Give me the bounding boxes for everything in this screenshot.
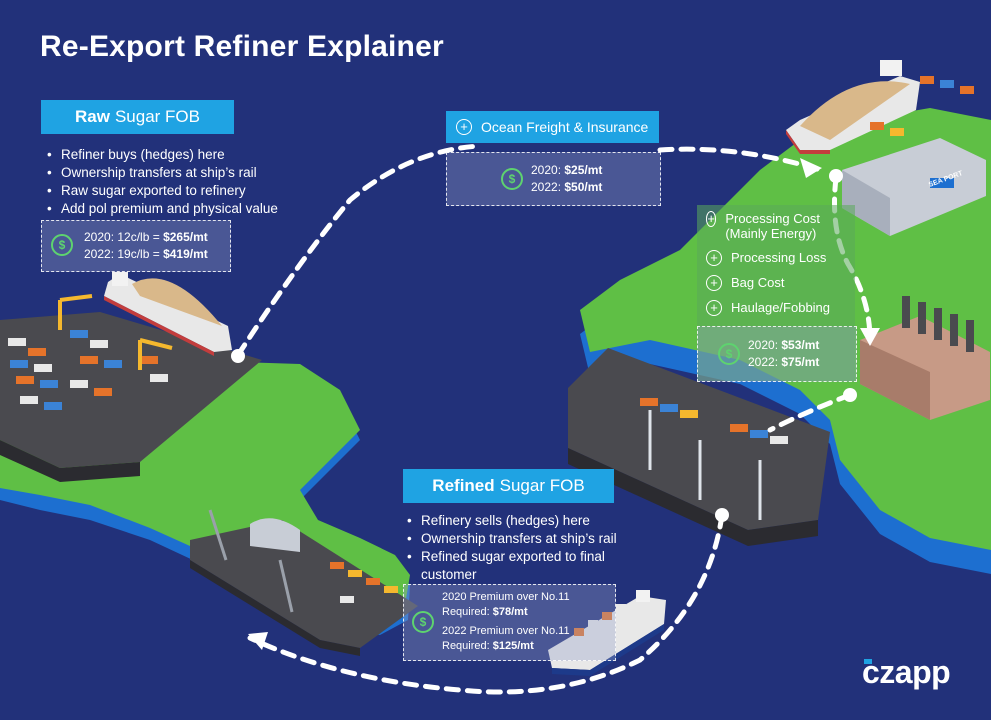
dollar-coin-icon: $ bbox=[501, 168, 523, 190]
raw-price-2022: 2022: 19c/lb = $419/mt bbox=[84, 247, 208, 261]
refined-sugar-bullets: Refinery sells (hedges) here Ownership t… bbox=[407, 512, 617, 584]
route-node bbox=[829, 169, 843, 183]
cost-item: +Processing Cost (Mainly Energy) bbox=[706, 211, 820, 241]
cost-item: +Haulage/Fobbing bbox=[706, 300, 838, 316]
logo-accent bbox=[864, 659, 872, 664]
route-arrowhead bbox=[248, 632, 268, 650]
refinery-factory bbox=[860, 296, 990, 420]
dollar-coin-icon: $ bbox=[412, 611, 434, 633]
route-node bbox=[231, 349, 245, 363]
freight-price-2022: 2022: $50/mt bbox=[531, 180, 603, 194]
route-arrowhead bbox=[860, 328, 880, 346]
refined-bullet: Refined sugar exported to final customer bbox=[407, 548, 617, 584]
plus-circle-icon: + bbox=[706, 275, 722, 291]
refined-premium-box: $ 2020 Premium over No.11 Required: $78/… bbox=[403, 584, 616, 661]
cost-item: +Bag Cost bbox=[706, 275, 838, 291]
raw-price-box: $ 2020: 12c/lb = $265/mt 2022: 19c/lb = … bbox=[41, 220, 231, 272]
processing-price-2020: 2020: $53/mt bbox=[748, 338, 820, 352]
plus-circle-icon: + bbox=[706, 300, 722, 316]
bottom-left-port bbox=[190, 509, 418, 656]
processing-price-2022: 2022: $75/mt bbox=[748, 355, 820, 369]
raw-bullet: Ownership transfers at ship’s rail bbox=[47, 164, 278, 182]
premium-2022-required: Required: $125/mt bbox=[442, 640, 534, 652]
raw-sugar-ship bbox=[104, 272, 232, 356]
route-arrowhead bbox=[800, 158, 822, 178]
premium-2020-label: 2020 Premium over No.11 bbox=[442, 591, 570, 603]
raw-sugar-fob-label: Raw Sugar FOB bbox=[41, 100, 234, 134]
raw-price-2020: 2020: 12c/lb = $265/mt bbox=[84, 230, 208, 244]
cost-item: +Processing Loss bbox=[706, 250, 838, 266]
premium-2020-required: Required: $78/mt bbox=[442, 606, 528, 618]
raw-sugar-fob-label-bold: Raw bbox=[74, 107, 110, 126]
container-ship bbox=[548, 590, 666, 676]
route-node bbox=[843, 388, 857, 402]
raw-bullet: Add pol premium and physical value bbox=[47, 200, 278, 218]
plus-circle-icon: + bbox=[706, 250, 722, 266]
plus-circle-icon: + bbox=[706, 211, 717, 227]
raw-sugar-fob-label-rest: Sugar FOB bbox=[114, 107, 200, 126]
ocean-freight-text: Ocean Freight & Insurance bbox=[481, 119, 649, 135]
processing-price-box: $ 2020: $53/mt 2022: $75/mt bbox=[697, 326, 857, 382]
czapp-logo: czapp bbox=[862, 654, 951, 690]
premium-2022-label: 2022 Premium over No.11 bbox=[442, 625, 570, 637]
refinery-port bbox=[568, 348, 830, 546]
refined-sugar-fob-label-rest: Sugar FOB bbox=[499, 476, 585, 495]
left-port bbox=[0, 294, 262, 482]
raw-bullet: Raw sugar exported to refinery bbox=[47, 182, 278, 200]
ocean-freight-label: + Ocean Freight & Insurance bbox=[446, 111, 659, 143]
refined-bullet: Ownership transfers at ship’s rail bbox=[407, 530, 617, 548]
freight-price-box: $ 2020: $25/mt 2022: $50/mt bbox=[446, 152, 661, 206]
refined-sugar-fob-label-bold: Refined bbox=[432, 476, 495, 495]
raw-sugar-bullets: Refiner buys (hedges) here Ownership tra… bbox=[47, 146, 278, 218]
refined-sugar-fob-label: Refined Sugar FOB bbox=[403, 469, 614, 503]
page-title: Re-Export Refiner Explainer bbox=[40, 30, 444, 63]
refined-bullet: Refinery sells (hedges) here bbox=[407, 512, 617, 530]
raw-bullet: Refiner buys (hedges) here bbox=[47, 146, 278, 164]
processing-cost-list: +Processing Cost (Mainly Energy) +Proces… bbox=[706, 211, 838, 325]
dollar-coin-icon: $ bbox=[718, 343, 740, 365]
route-node bbox=[715, 508, 729, 522]
freight-price-2020: 2020: $25/mt bbox=[531, 163, 603, 177]
plus-circle-icon: + bbox=[456, 119, 472, 135]
seaport bbox=[786, 60, 986, 236]
dollar-coin-icon: $ bbox=[51, 234, 73, 256]
